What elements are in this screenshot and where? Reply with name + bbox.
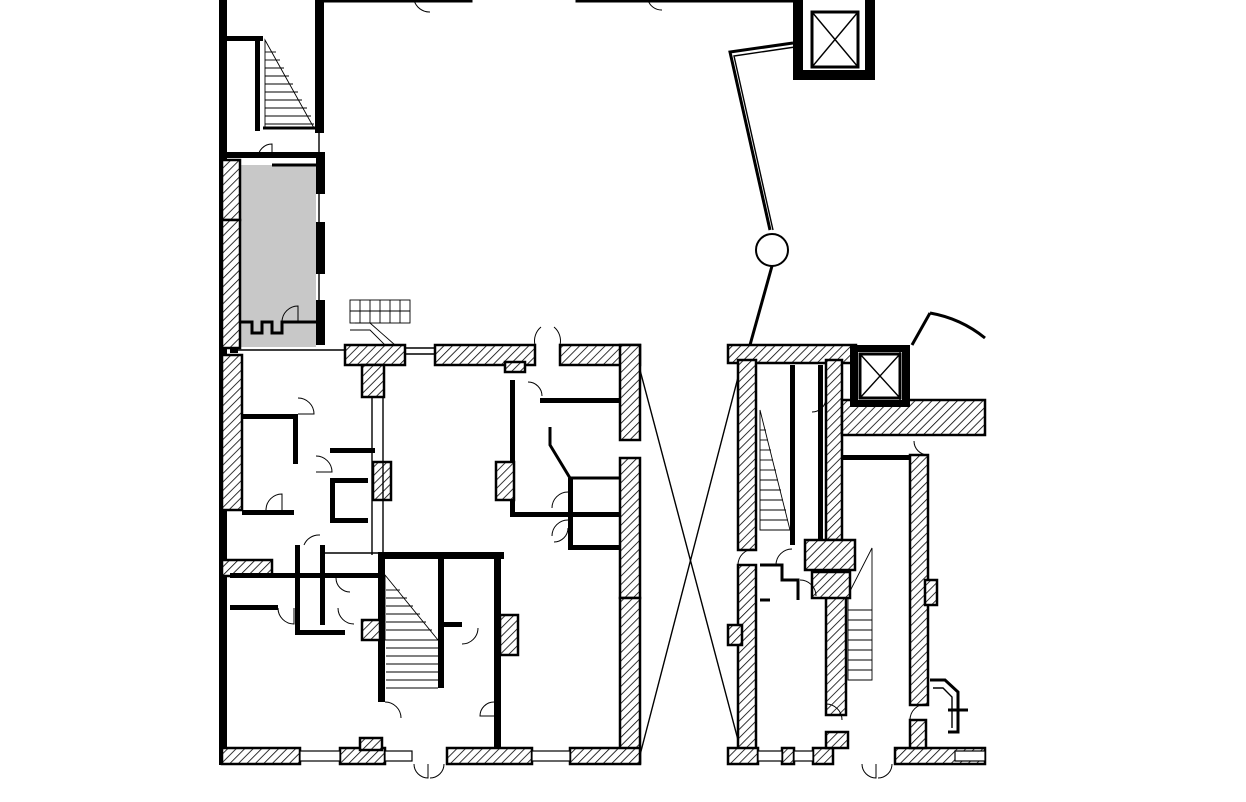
right-building [726, 311, 987, 779]
stair-small-top [349, 299, 411, 346]
highlighted-room [220, 143, 316, 350]
cross-lines [639, 361, 743, 756]
elevator-shaft-bottom [850, 345, 910, 407]
elevator-shaft-top [793, 0, 875, 80]
glass-wall [728, 41, 796, 346]
column-circle-icon [755, 233, 789, 267]
stair-upper-left [263, 38, 316, 130]
left-building [220, 299, 642, 779]
top-boundary [321, 0, 796, 13]
